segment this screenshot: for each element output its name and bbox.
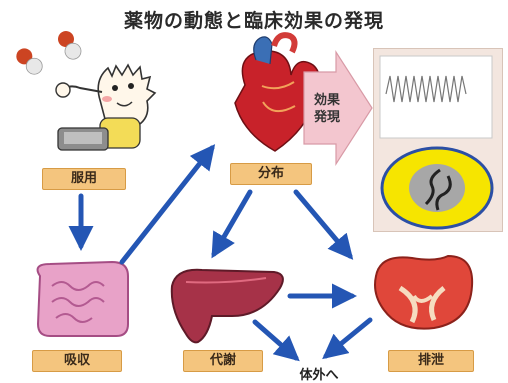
- label-oral: 服用: [42, 168, 126, 190]
- effect-label-line1: 効果: [306, 92, 348, 109]
- intestine-icon: [38, 262, 128, 336]
- person-taking-medicine-icon: [56, 65, 155, 150]
- arrow-absorption-distribution: [122, 148, 212, 262]
- label-absorption: 吸収: [32, 350, 122, 372]
- label-excretion: 排泄: [388, 350, 474, 372]
- capsule-icon: [13, 28, 84, 77]
- effect-panel-art: [380, 56, 492, 228]
- cell-icon: [382, 148, 492, 228]
- label-metabolism: 代謝: [183, 350, 263, 372]
- label-out-of-body: 体外へ: [276, 364, 362, 383]
- arrow-distribution-excretion: [296, 192, 350, 256]
- effect-label-line2: 発現: [306, 109, 348, 126]
- effect-label: 効果 発現: [306, 92, 348, 126]
- label-distribution: 分布: [230, 163, 312, 185]
- arrow-excretion-out: [326, 320, 370, 356]
- kidney-icon: [375, 256, 472, 329]
- arrow-distribution-metabolism: [214, 192, 250, 254]
